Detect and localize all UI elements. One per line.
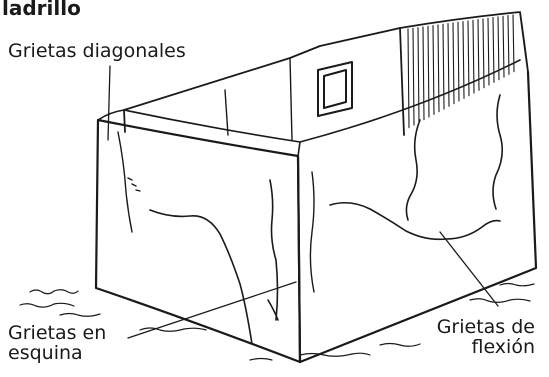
hatch-line xyxy=(447,23,450,107)
hatched-gable xyxy=(407,14,515,129)
hatch-line xyxy=(437,24,440,113)
flexion-crack-4 xyxy=(309,171,315,293)
back-left-wall xyxy=(123,27,401,133)
label-flexion-cracks-line2: flexión xyxy=(471,335,535,358)
front-right-wall xyxy=(296,70,538,364)
left-edge-crack xyxy=(117,131,133,233)
front-left-wall xyxy=(94,118,302,364)
hatch-line xyxy=(432,25,435,115)
back-right-wall xyxy=(399,11,529,136)
leader-flexion xyxy=(439,231,499,307)
hatch-line xyxy=(472,19,475,94)
hatch-line xyxy=(417,27,420,123)
label-flexion-cracks: Grietas de flexión xyxy=(436,316,535,358)
inner-wall-lines xyxy=(224,57,293,141)
flexion-crack-1 xyxy=(329,201,501,241)
hatch-line xyxy=(452,22,455,105)
hatch-line xyxy=(422,26,425,121)
flexion-crack-2 xyxy=(405,119,421,221)
corner-crack xyxy=(267,179,279,321)
hatch-line xyxy=(442,23,445,110)
short-marks xyxy=(127,177,141,192)
label-corner-cracks-line2: esquina xyxy=(8,341,83,364)
hatch-line xyxy=(492,17,495,83)
hatch-line xyxy=(462,21,465,99)
hatch-line xyxy=(477,19,480,91)
ground-scribble xyxy=(19,282,535,361)
hatch-line xyxy=(407,28,410,129)
label-corner-cracks: Grietas en esquina xyxy=(8,322,107,364)
hatch-line xyxy=(427,25,430,118)
hatch-line xyxy=(467,20,470,97)
hatch-line xyxy=(482,18,485,89)
leader-diagonal xyxy=(107,65,111,141)
leader-corner xyxy=(127,281,297,339)
flexion-crack-3 xyxy=(492,94,504,210)
hatch-line xyxy=(487,17,490,86)
heading-text: ladrillo xyxy=(2,0,81,20)
label-diagonal-cracks: Grietas diagonales xyxy=(8,40,186,62)
hatch-line xyxy=(512,14,515,73)
hatch-line xyxy=(502,15,505,78)
label-flexion-cracks-line1: Grietas de xyxy=(436,316,535,338)
label-corner-cracks-line1: Grietas en xyxy=(8,322,107,344)
diagonal-crack xyxy=(149,209,253,345)
hatch-line xyxy=(497,16,500,81)
hatch-line xyxy=(457,21,460,102)
hatch-line xyxy=(412,27,415,126)
window xyxy=(317,61,353,117)
wall-top-edge xyxy=(97,59,521,157)
hatch-line xyxy=(507,15,510,75)
